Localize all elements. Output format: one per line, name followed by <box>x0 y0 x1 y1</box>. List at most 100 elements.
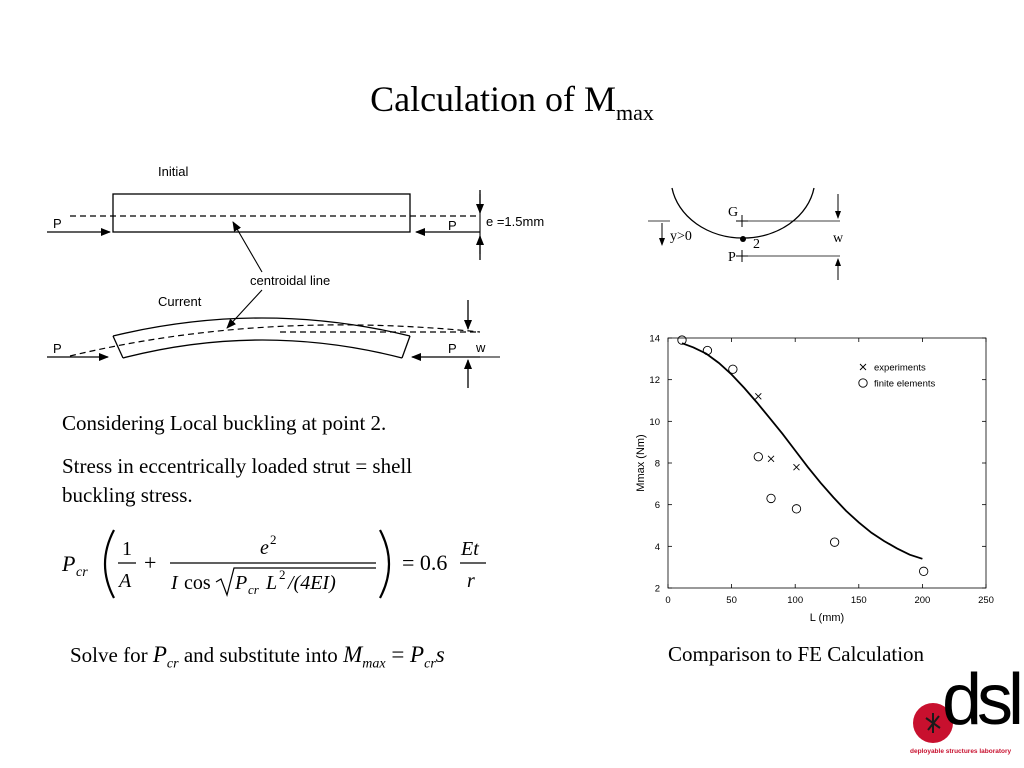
inline-equals: = <box>391 642 405 667</box>
slide-title: Calculation of Mmax <box>0 78 1024 126</box>
eq-i: I <box>170 572 179 594</box>
initial-strut <box>112 193 411 233</box>
y-tick-label: 4 <box>655 542 660 553</box>
bent-strut-right-end <box>401 335 411 359</box>
eq-pcr: P <box>61 551 75 576</box>
label-p-left-top: P <box>53 216 62 231</box>
label-p-point: P <box>728 250 736 265</box>
eq-rad-p-sub: cr <box>248 582 260 597</box>
text-line-2b: buckling stress. <box>62 483 193 507</box>
shell-arc <box>671 187 815 239</box>
eq-rad-p: P <box>234 572 247 594</box>
dsl-logo-graphic <box>913 703 953 743</box>
centroid-pointer-upper <box>232 221 263 273</box>
fe-point <box>677 335 687 345</box>
inline-mmax-m: M <box>343 642 363 667</box>
label-p-left-bottom: P <box>53 341 62 356</box>
section-diagram: G y>0 2 P w <box>648 187 844 280</box>
eq-e-exp: 2 <box>270 532 277 547</box>
fe-point <box>753 452 763 462</box>
centroid-pointer-lower <box>226 289 263 329</box>
bent-strut-top <box>112 317 411 337</box>
eq-left-paren <box>104 529 115 599</box>
text-line-1: Considering Local buckling at point 2. <box>62 411 387 435</box>
y-tick-label: 12 <box>649 375 660 386</box>
bent-strut-bottom <box>122 339 403 359</box>
eq-et: Et <box>460 538 479 560</box>
fe-point <box>919 566 929 576</box>
bent-strut-left-end <box>112 335 124 359</box>
label-p-right-bottom: P <box>448 341 457 356</box>
eq-right-paren <box>379 529 390 599</box>
fe-point <box>766 493 776 504</box>
fe-point <box>791 504 802 514</box>
title-main: Calculation of M <box>370 79 617 119</box>
legend-fe-label: finite elements <box>874 379 936 390</box>
legend-experiments-label: experiments <box>874 363 926 374</box>
inline-pcr-sub: cr <box>166 656 179 672</box>
y-axis-label: Mmax (Nm) <box>635 434 647 491</box>
x-tick-label: 0 <box>665 595 670 606</box>
logo-caption: deployable structures laboratory <box>910 748 1012 755</box>
substitute-text: and substitute into <box>183 643 338 667</box>
eq-a: A <box>117 570 132 592</box>
inline-mmax-s: s <box>435 642 445 667</box>
experiment-point <box>767 455 775 463</box>
legend-experiments-marker <box>859 363 867 371</box>
inline-mmax-p: P <box>410 642 425 667</box>
inline-mmax-p-sub: cr <box>424 656 436 672</box>
label-w: w <box>475 340 486 355</box>
legend-fe-marker <box>858 378 868 388</box>
y-tick-label: 10 <box>649 417 660 428</box>
eq-radical <box>215 567 376 597</box>
inline-pcr-p: P <box>152 642 167 667</box>
model-curve <box>681 342 923 560</box>
label-g: G <box>728 205 738 220</box>
x-axis-label: L (mm) <box>810 612 844 624</box>
eq-pcr-sub: cr <box>76 565 88 580</box>
eq-equals-coef: = 0.6 <box>402 550 447 575</box>
experiment-point <box>754 393 762 400</box>
fe-point <box>829 537 840 547</box>
eq-cos: cos <box>184 572 211 594</box>
inline-mmax-eq: Mmax = Pcrs <box>343 642 445 672</box>
bent-centroid-line <box>69 324 481 357</box>
y-tick-label: 2 <box>655 584 660 595</box>
x-tick-label: 200 <box>914 595 930 606</box>
point-2-marker <box>740 236 746 242</box>
eq-rad-l-exp: 2 <box>279 567 286 582</box>
y-tick-label: 14 <box>649 334 660 345</box>
x-tick-label: 50 <box>726 595 737 606</box>
buckling-equation: P cr 1 A + e 2 I cos P cr L 2 /(4EI) = 0… <box>61 529 486 599</box>
fe-point <box>728 364 738 374</box>
eq-plus: + <box>144 550 156 575</box>
label-w-section: w <box>833 231 844 246</box>
solve-for-text: Solve for <box>70 643 148 667</box>
label-point-2: 2 <box>753 237 760 252</box>
label-centroidal-line: centroidal line <box>250 273 330 288</box>
x-tick-label: 150 <box>851 595 867 606</box>
label-current: Current <box>158 294 202 309</box>
text-line-2a: Stress in eccentrically loaded strut = s… <box>62 454 413 478</box>
y-tick-label: 8 <box>655 459 660 470</box>
logo-text: dsl <box>942 660 1024 740</box>
strut-diagram: Initial P P e =1.5mm centroidal line Cur… <box>47 164 544 388</box>
label-p-right-top: P <box>448 218 457 233</box>
inline-pcr: Pcr <box>152 642 179 672</box>
chart-caption: Comparison to FE Calculation <box>668 642 925 666</box>
label-y: y>0 <box>670 229 692 244</box>
label-initial: Initial <box>158 164 188 179</box>
x-tick-label: 100 <box>787 595 803 606</box>
solve-line: Solve for Pcr and substitute into Mmax =… <box>70 640 445 679</box>
dsl-logo: dsl deployable structures laboratory <box>906 664 1024 762</box>
title-subscript: max <box>616 100 654 125</box>
eq-rad-l: L <box>265 572 277 594</box>
logo-sphere-mark <box>925 713 941 733</box>
label-e: e =1.5mm <box>486 214 544 229</box>
eq-r: r <box>467 570 475 592</box>
eq-rad-rest: /(4EI) <box>287 572 336 594</box>
eq-e: e <box>260 537 269 559</box>
experiment-point <box>793 463 800 471</box>
eq-one: 1 <box>122 538 132 560</box>
